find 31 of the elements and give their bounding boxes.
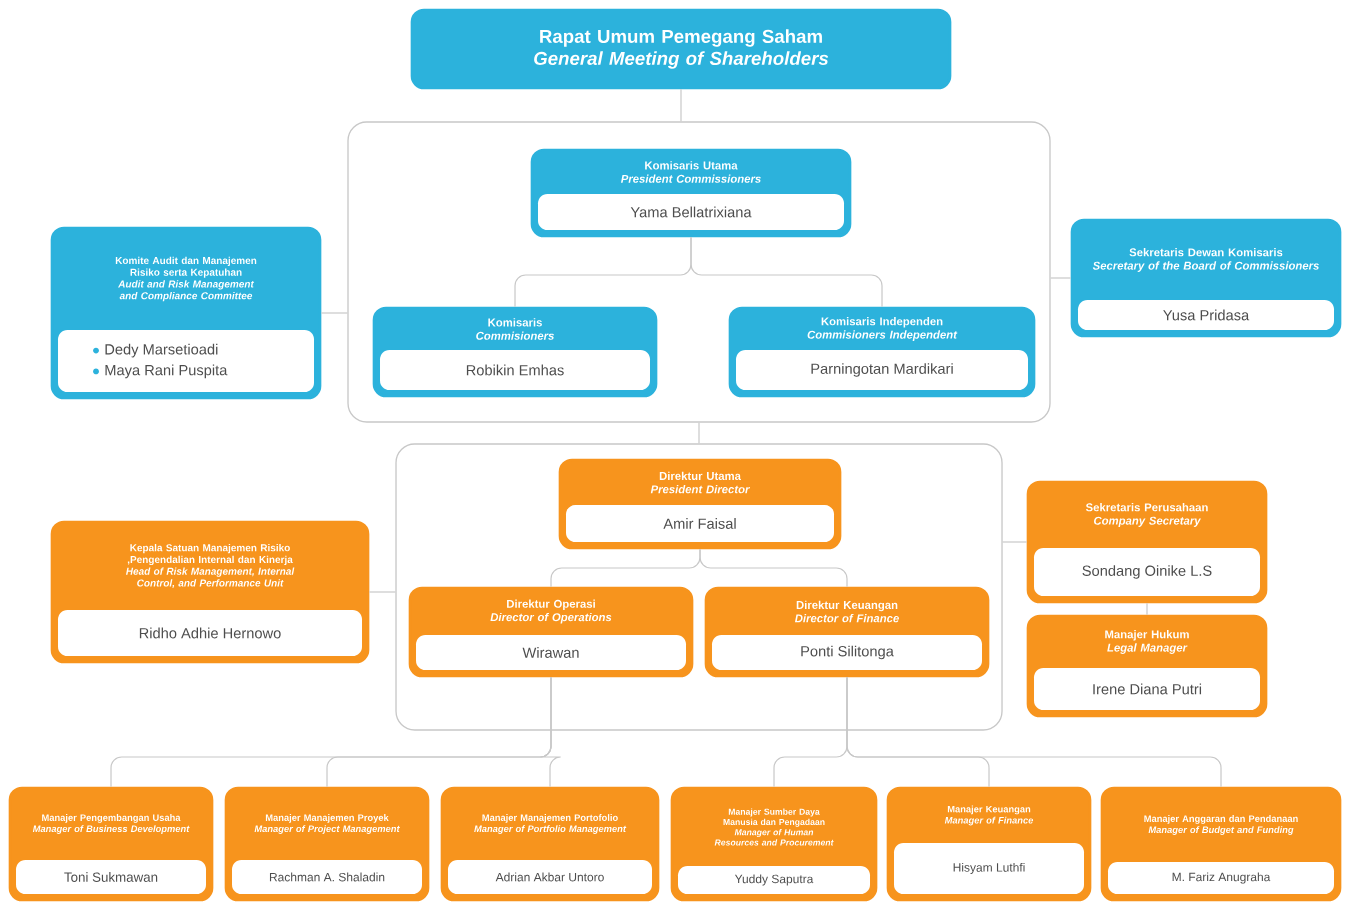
position-box: Direktur Keuangan Director of Finance Ponti Silitonga	[704, 586, 990, 678]
group-frame	[395, 443, 1003, 731]
position-box: Komisaris Utama President Commissioners Yama Bellatrixiana	[530, 148, 852, 238]
connector-line	[320, 312, 348, 314]
position-box: Komisaris Commisioners Robikin Emhas	[372, 306, 658, 398]
position-box: Rapat Umum Pemegang Saham General Meeting of Shareholders	[410, 8, 952, 90]
connector-line	[539, 676, 562, 788]
position-box: Manajer Anggaran dan Pendanaan Manager of Budget and Funding M. Fariz Anugraha	[1100, 786, 1342, 902]
connector-line	[1146, 602, 1148, 616]
connector-line	[1002, 541, 1028, 543]
position-box: Komisaris Independen Commisioners Independent Parningotan Mardikari	[728, 306, 1036, 398]
connector-line	[1050, 277, 1072, 279]
position-box: Kepala Satuan Manajemen Risiko ,Pengendalian Internal dan Kinerja Head of Risk Management, Internal Control, and Performance Unit Ridho Adhie Hernowo	[50, 520, 370, 664]
position-box: Manajer Keuangan Manager of Finance Hisyam Luthfi	[886, 786, 1092, 902]
connector-line	[846, 676, 1222, 788]
connector-line	[368, 591, 396, 593]
position-box: Komite Audit dan Manajemen Risiko serta Kepatuhan Audit and Risk Management and Compliance Committee Dedy Marsetioadi Maya Rani Puspita	[50, 226, 322, 400]
connector-line	[680, 88, 682, 122]
position-box: Sekretaris Perusahaan Company Secretary Sondang Oinike L.S	[1026, 480, 1268, 604]
position-box: Sekretaris Dewan Komisaris Secretary of the Board of Commissioners Yusa Pridasa	[1070, 218, 1342, 338]
position-box: Manajer Hukum Legal Manager Irene Diana Putri	[1026, 614, 1268, 718]
position-box: Manajer Sumber Daya Manusia dan Pengadaan Manager of Human Resources and Procurement Yuddy Saputra	[670, 786, 878, 902]
connector-line	[699, 548, 848, 588]
connector-line	[698, 422, 700, 444]
connector-line	[690, 236, 883, 308]
position-box: Direktur Utama President Director Amir Faisal	[558, 458, 842, 550]
position-box: Direktur Operasi Director of Operations Wirawan	[408, 586, 694, 678]
group-frame	[347, 121, 1051, 423]
position-box: Manajer Manajemen Proyek Manager of Project Management Rachman A. Shaladin	[224, 786, 430, 902]
position-box: Manajer Pengembangan Usaha Manager of Business Development Toni Sukmawan	[8, 786, 214, 902]
position-box: Manajer Manajemen Portofolio Manager of Portfolio Management Adrian Akbar Untoro	[440, 786, 660, 902]
